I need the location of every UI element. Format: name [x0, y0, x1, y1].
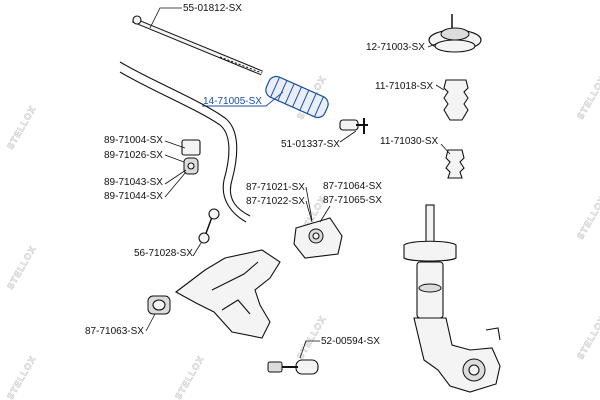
svg-text:87-71065-SX: 87-71065-SX: [323, 195, 382, 206]
label-11-71030: 11-71030-SX: [380, 136, 451, 155]
strut-assembly-part: [403, 204, 501, 393]
svg-text:89-71044-SX: 89-71044-SX: [104, 191, 163, 202]
svg-text:52-00594-SX: 52-00594-SX: [321, 336, 380, 347]
label-51-01337: 51-01337-SX: [281, 130, 357, 150]
label-12-71003: 12-71003-SX: [366, 42, 439, 53]
stabilizer-link-part: [198, 208, 220, 244]
stabilizer-bar-part: [119, 61, 251, 223]
stabilizer-bushing-part: [181, 139, 201, 175]
svg-text:STELLOX: STELLOX: [575, 74, 600, 121]
label-55-01812: 55-01812-SX: [149, 3, 242, 29]
label-11-71018: 11-71018-SX: [375, 81, 445, 92]
svg-text:87-71063-SX: 87-71063-SX: [85, 326, 144, 337]
tie-rod-end-part: [339, 118, 368, 134]
svg-text:STELLOX: STELLOX: [5, 244, 38, 291]
svg-text:51-01337-SX: 51-01337-SX: [281, 139, 340, 150]
label-56-71028: 56-71028-SX: [134, 242, 202, 259]
svg-text:87-71064-SX: 87-71064-SX: [323, 181, 382, 192]
svg-text:14-71005-SX: 14-71005-SX: [203, 96, 262, 107]
svg-text:56-71028-SX: 56-71028-SX: [134, 248, 193, 259]
front-bushing-part: [147, 295, 171, 315]
watermark-right: STELLOX STELLOX STELLOX: [575, 74, 600, 362]
tie-rod-part: [132, 15, 263, 76]
svg-text:STELLOX: STELLOX: [5, 104, 38, 151]
svg-text:89-71026-SX: 89-71026-SX: [104, 150, 163, 161]
svg-text:87-71021-SX: 87-71021-SX: [246, 182, 305, 193]
svg-text:11-71030-SX: 11-71030-SX: [380, 136, 439, 147]
labels-87-bushings: 87-71021-SX 87-71022-SX 87-71064-SX 87-7…: [246, 181, 382, 223]
svg-text:STELLOX: STELLOX: [575, 194, 600, 241]
svg-text:11-71018-SX: 11-71018-SX: [375, 81, 434, 92]
svg-text:12-71003-SX: 12-71003-SX: [366, 42, 425, 53]
arm-bushing-part: [293, 217, 343, 259]
svg-text:STELLOX: STELLOX: [5, 354, 38, 400]
label-14-71005: 14-71005-SX: [202, 91, 284, 107]
strut-mount-part: [428, 14, 482, 53]
watermark-left: STELLOX STELLOX STELLOX: [5, 104, 39, 400]
svg-text:STELLOX: STELLOX: [173, 354, 206, 400]
label-52-00594: 52-00594-SX: [299, 336, 380, 359]
svg-text:89-71043-SX: 89-71043-SX: [104, 177, 163, 188]
dust-boot-part: [445, 149, 465, 179]
control-arm-part: [174, 249, 281, 339]
svg-text:87-71022-SX: 87-71022-SX: [246, 196, 305, 207]
svg-text:55-01812-SX: 55-01812-SX: [183, 3, 242, 14]
steering-boot-part: [265, 75, 329, 119]
svg-text:89-71004-SX: 89-71004-SX: [104, 135, 163, 146]
svg-text:STELLOX: STELLOX: [575, 314, 600, 361]
labels-89-bushings: 89-71004-SX 89-71026-SX 89-71043-SX 89-7…: [104, 135, 187, 202]
ball-joint-part: [267, 359, 319, 375]
bump-stop-part: [443, 79, 469, 121]
label-87-71063: 87-71063-SX: [85, 313, 156, 337]
